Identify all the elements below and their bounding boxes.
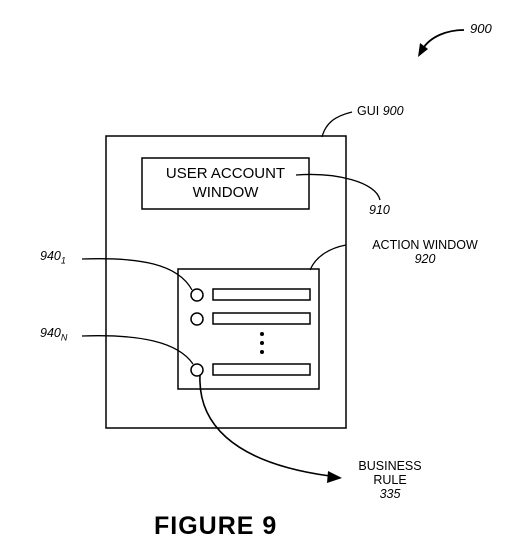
action-item-radio-1	[190, 288, 204, 302]
item-1-callout-base: 940	[40, 249, 61, 263]
gui-label-text: GUI	[357, 104, 380, 118]
action-item-bar-n	[212, 363, 311, 376]
business-rule-label: BUSINESS RULE 335	[345, 459, 435, 501]
action-window-leader-line	[309, 244, 347, 271]
ellipsis-dot-2	[260, 341, 264, 345]
figure-ref-arrow	[421, 29, 465, 51]
business-rule-arrowhead	[327, 471, 342, 483]
item-n-callout: 940N	[40, 326, 67, 345]
action-item-radio-n	[190, 363, 204, 377]
item-1-callout: 9401	[40, 249, 66, 268]
ellipsis-dot-1	[260, 332, 264, 336]
item-1-leader-line	[81, 258, 193, 291]
action-window-label-text: ACTION WINDOW	[372, 238, 478, 252]
figure-caption: FIGURE 9	[154, 512, 278, 540]
figure-ref-label: 900	[470, 21, 492, 36]
ellipsis-dot-3	[260, 350, 264, 354]
business-rule-ref: 335	[379, 487, 401, 501]
action-item-bar-1	[212, 288, 311, 301]
item-n-callout-sub: N	[60, 332, 68, 343]
user-account-line-1: USER ACCOUNT	[165, 165, 286, 182]
action-window-label: ACTION WINDOW 920	[350, 238, 500, 266]
user-account-window-box	[141, 157, 310, 210]
business-rule-arrow	[199, 374, 331, 477]
business-rule-line-2: RULE	[373, 473, 407, 487]
item-n-leader-line	[81, 335, 194, 365]
item-n-callout-base: 940	[40, 326, 61, 340]
gui-leader-line	[321, 111, 353, 138]
gui-label: GUI 900	[357, 104, 404, 118]
action-item-bar-2	[212, 312, 311, 325]
user-account-ref: 910	[369, 203, 390, 217]
action-item-radio-2	[190, 312, 204, 326]
user-account-line-2: WINDOW	[192, 184, 259, 201]
figure-ref-arrowhead	[418, 43, 428, 57]
item-1-callout-sub: 1	[60, 255, 66, 266]
business-rule-line-1: BUSINESS	[358, 459, 422, 473]
action-window-ref: 920	[414, 252, 436, 266]
user-account-window-text: USER ACCOUNT WINDOW	[142, 164, 309, 202]
gui-ref: 900	[382, 104, 404, 118]
user-account-leader-line	[295, 173, 381, 201]
